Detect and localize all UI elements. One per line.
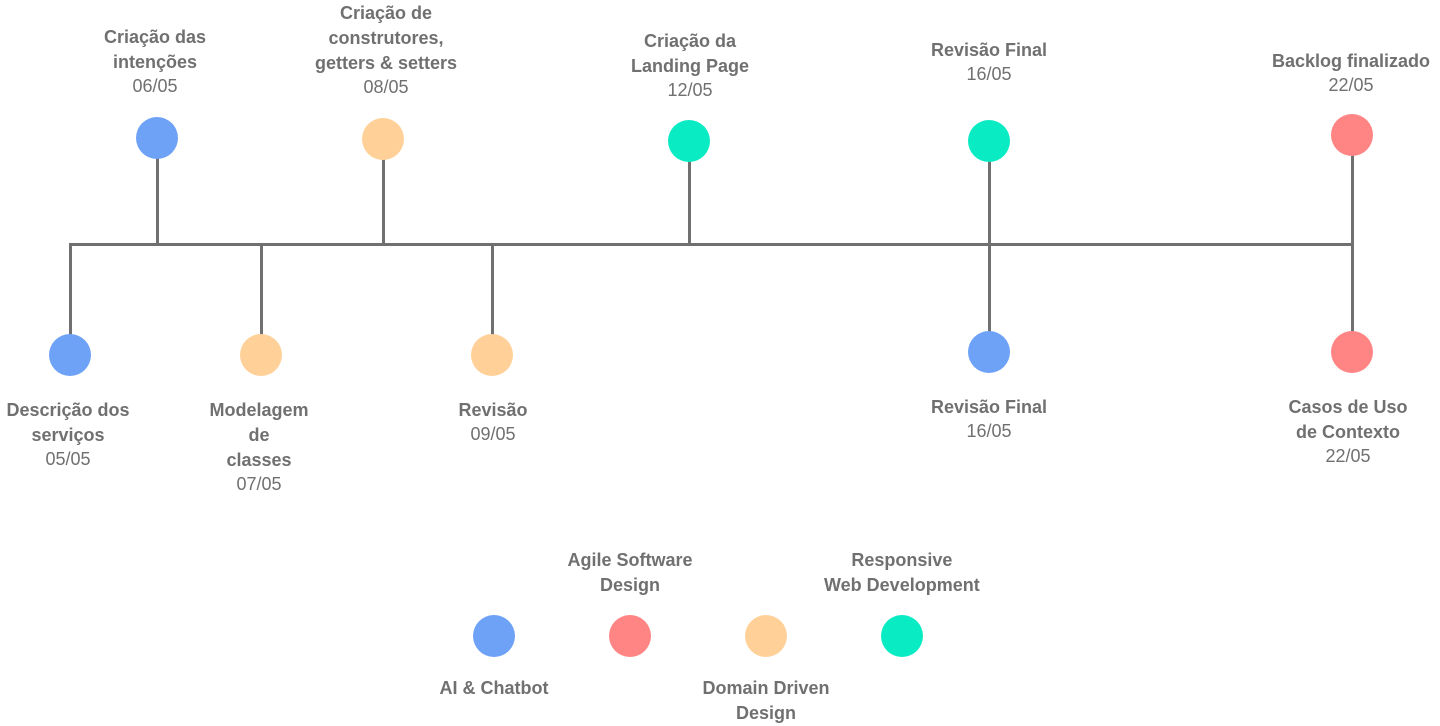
- milestone-dot: [240, 334, 282, 376]
- milestone-title: Revisão Final: [931, 397, 1048, 417]
- milestone-dot: [1331, 114, 1373, 156]
- legend-label: AI & Chatbot: [440, 676, 549, 701]
- milestone-label: Revisão 09/05: [459, 398, 528, 445]
- timeline-axis: [69, 243, 1354, 246]
- milestone-date: 05/05: [45, 449, 91, 469]
- milestone-title: Backlog finalizado: [1272, 51, 1431, 71]
- milestone-label: Revisão Final 16/05: [931, 395, 1047, 442]
- legend-swatch: [609, 615, 651, 657]
- milestone-dot: [362, 118, 404, 160]
- legend-text: AI & Chatbot: [439, 678, 549, 698]
- milestone-dot: [968, 120, 1010, 162]
- milestone-label: Revisão Final 16/05: [931, 38, 1047, 85]
- milestone-dot: [1331, 331, 1373, 373]
- milestone-date: 16/05: [966, 64, 1012, 84]
- milestone-date: 12/05: [667, 80, 713, 100]
- timeline-stem: [259, 244, 263, 355]
- legend-swatch: [745, 615, 787, 657]
- timeline-stem: [687, 141, 691, 246]
- milestone-date: 07/05: [236, 474, 282, 494]
- timeline-stem: [987, 141, 991, 246]
- milestone-date: 08/05: [363, 77, 409, 97]
- milestone-label: Backlog finalizado 22/05: [1272, 49, 1430, 96]
- timeline-stem: [987, 244, 991, 352]
- timeline-stem: [1350, 244, 1354, 352]
- milestone-title: Revisão: [458, 400, 528, 420]
- milestone-date: 22/05: [1328, 75, 1374, 95]
- milestone-dot: [49, 334, 91, 376]
- milestone-dot: [668, 120, 710, 162]
- timeline-stem: [1350, 135, 1354, 246]
- legend-swatch: [881, 615, 923, 657]
- timeline-stem: [155, 138, 159, 246]
- milestone-date: 16/05: [966, 421, 1012, 441]
- milestone-title: Revisão Final: [931, 40, 1048, 60]
- milestone-date: 06/05: [132, 76, 178, 96]
- milestone-dot: [968, 331, 1010, 373]
- timeline-stem: [68, 244, 72, 355]
- timeline-stem: [381, 139, 385, 246]
- milestone-date: 09/05: [470, 424, 516, 444]
- timeline-stem: [490, 244, 494, 355]
- milestone-dot: [471, 334, 513, 376]
- legend-swatch: [473, 615, 515, 657]
- milestone-dot: [136, 117, 178, 159]
- milestone-date: 22/05: [1325, 446, 1371, 466]
